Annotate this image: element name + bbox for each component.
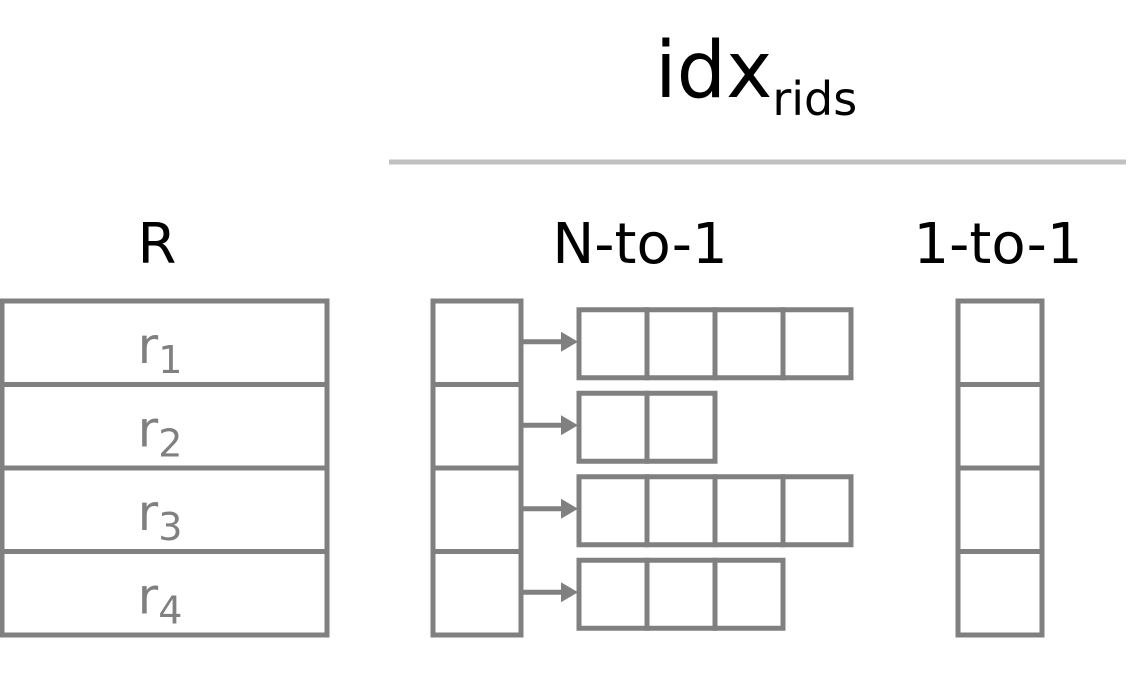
rid-list-cell [644,557,718,631]
rid-list-cell [712,557,786,631]
title-subscript: rids [772,72,857,126]
one-to-one-index-slot [955,382,1045,471]
rid-list-cell [780,474,854,548]
row-label-base: r [138,568,159,626]
rid-list-cell [712,474,786,548]
row-label-base: r [138,484,159,542]
relation-row-box [0,549,330,638]
one-to-one-index [955,298,1045,638]
rid-list-cell [644,474,718,548]
diagram-title: idxrids [655,26,857,126]
rid-list-cell [576,474,650,548]
rid-list-cell [780,307,854,381]
pointer-arrow-head [561,498,578,519]
n-to-1-index-slot [430,298,524,387]
pointer-arrow-head [561,582,578,603]
n-to-1-index [430,298,854,638]
n-to-1-index-slot [430,549,524,638]
relation-row-label: r1 [138,317,183,382]
row-label-subscript: 4 [158,589,182,633]
rid-list-cell [712,307,786,381]
one-to-one-label: 1-to-1 [914,212,1083,277]
row-label-subscript: 1 [158,338,182,382]
rid-list-cell [576,390,650,464]
pointer-arrow-head [561,331,578,352]
n-to-1-label: N-to-1 [552,212,727,277]
relation-row-label: r3 [138,484,183,549]
n-to-1-index-slot [430,382,524,471]
row-label-subscript: 3 [158,505,182,549]
row-label-subscript: 2 [158,422,182,466]
rid-list-cell [576,557,650,631]
title-main: idx [655,26,772,116]
relation-row-label: r2 [138,401,183,466]
n-to-1-index-slot [430,465,524,554]
rid-list-cell [644,307,718,381]
one-to-one-index-slot [955,549,1045,638]
relation-label: R [138,212,177,277]
rid-list-cell [576,307,650,381]
row-label-base: r [138,317,159,375]
relation-row-label: r4 [138,568,183,633]
pointer-arrow-head [561,415,578,436]
row-label-base: r [138,401,159,459]
rid-list-cell [644,390,718,464]
one-to-one-index-slot [955,465,1045,554]
one-to-one-index-slot [955,298,1045,387]
